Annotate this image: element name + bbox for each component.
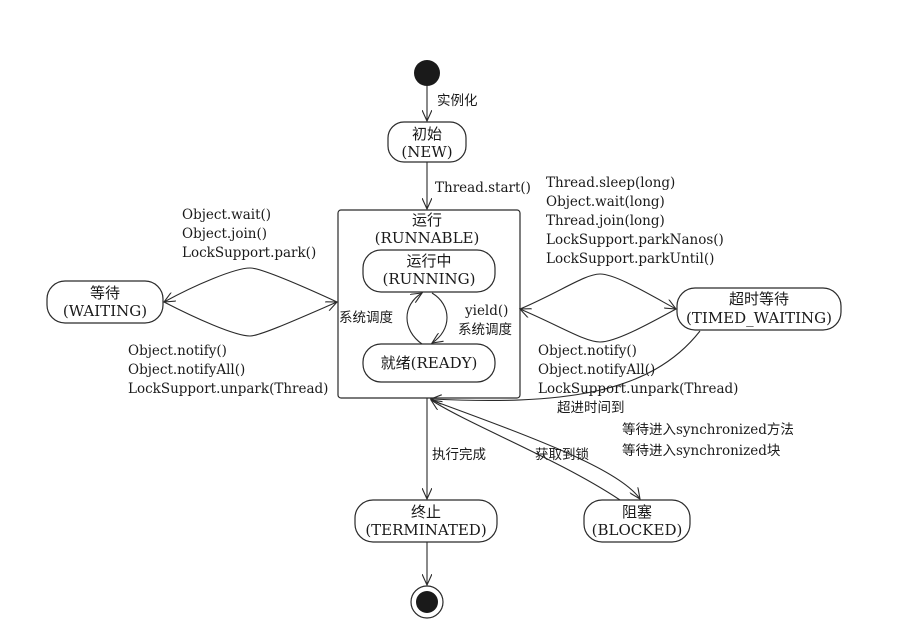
edge-from-waiting [163, 302, 337, 337]
label-enter-sync-2: 等待进入synchronized块 [622, 442, 781, 459]
state-ready-label: 就绪(READY) [381, 354, 478, 372]
label-yield: yield() [464, 303, 508, 319]
label-schedule-right: 系统调度 [458, 322, 512, 338]
label-to-timed-5: LockSupport.parkUntil() [546, 251, 714, 267]
label-instantiate: 实例化 [437, 93, 478, 109]
label-to-timed-2: Object.wait(long) [546, 194, 665, 210]
label-timeout: 超进时间到 [557, 400, 625, 416]
state-runnable-code: (RUNNABLE) [375, 229, 480, 247]
edge-timeout-to-runnable [431, 330, 701, 400]
state-running-code: (RUNNING) [383, 270, 476, 288]
label-from-waiting-1: Object.notify() [128, 343, 227, 359]
label-acquire-lock: 获取到锁 [535, 447, 589, 463]
label-to-timed-4: LockSupport.parkNanos() [546, 232, 724, 248]
edge-ready-to-running [406, 293, 422, 345]
edge-from-timed-waiting [520, 309, 677, 343]
state-new-code: (NEW) [401, 143, 452, 161]
label-to-timed-3: Thread.join(long) [546, 213, 665, 229]
state-terminated-box [354, 499, 498, 543]
label-from-timed-2: Object.notifyAll() [538, 362, 655, 378]
edge-running-to-ready [432, 292, 448, 343]
label-from-timed-3: LockSupport.unpark(Thread) [538, 381, 738, 397]
edge-enter-sync [430, 399, 640, 499]
initial-node [414, 60, 440, 86]
label-to-waiting-3: LockSupport.park() [182, 245, 316, 261]
state-blocked-code: (BLOCKED) [592, 521, 683, 539]
state-new-name: 初始 [412, 125, 442, 143]
state-waiting-code: (WAITING) [63, 302, 147, 320]
label-start: Thread.start() [435, 180, 531, 196]
label-from-waiting-3: LockSupport.unpark(Thread) [128, 381, 328, 397]
label-to-timed-1: Thread.sleep(long) [546, 175, 675, 191]
label-from-waiting-2: Object.notifyAll() [128, 362, 245, 378]
state-blocked-name: 阻塞 [622, 503, 652, 521]
state-timed-waiting-code: (TIMED_WAITING) [686, 309, 832, 327]
edge-acquire-lock [431, 400, 621, 501]
final-node [410, 585, 444, 619]
state-runnable-name: 运行 [412, 211, 442, 229]
label-to-waiting-2: Object.join() [182, 226, 267, 242]
state-terminated-code: (TERMINATED) [365, 521, 486, 539]
label-schedule-left: 系统调度 [339, 310, 393, 326]
state-running-box [362, 249, 496, 293]
state-timed-waiting-name: 超时等待 [729, 290, 789, 308]
label-from-timed-1: Object.notify() [538, 343, 637, 359]
edge-to-timed-waiting [519, 273, 676, 309]
state-terminated-name: 终止 [411, 503, 441, 521]
state-running-name: 运行中 [406, 252, 451, 270]
state-ready-box [362, 343, 496, 383]
edge-to-waiting [164, 267, 338, 302]
state-waiting-name: 等待 [90, 284, 120, 302]
label-to-waiting-1: Object.wait() [182, 207, 271, 223]
label-complete: 执行完成 [432, 447, 486, 463]
label-enter-sync-1: 等待进入synchronized方法 [622, 421, 794, 438]
